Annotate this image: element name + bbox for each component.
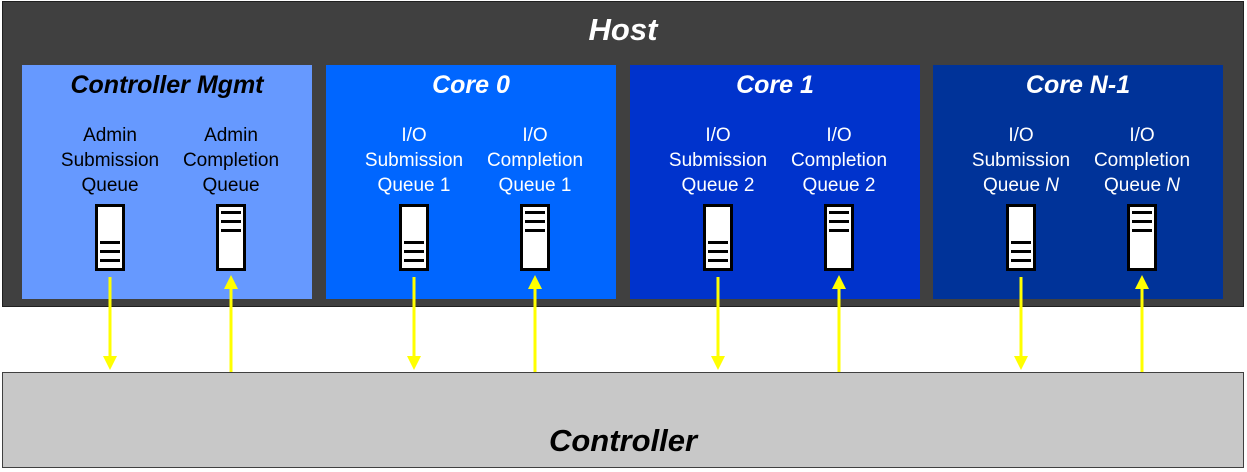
- queue-label-line1: I/O: [1129, 125, 1155, 146]
- queue-slot: [221, 229, 241, 232]
- queue-slot: [100, 259, 120, 262]
- panel-title: Core N-1: [1025, 71, 1131, 99]
- queue-slot: [404, 259, 424, 262]
- queue-slot: [100, 241, 120, 244]
- queue-slot: [829, 229, 849, 232]
- queue-label-line3: Queue 2: [802, 175, 876, 196]
- queue-label-line2: Submission: [60, 150, 160, 171]
- queue-label-line2: Completion: [790, 150, 888, 171]
- queue-label-line3: Queue 2: [681, 175, 755, 196]
- queue-label-line2: Submission: [668, 150, 768, 171]
- queue-slot: [708, 250, 728, 253]
- queue-label-line1: I/O: [522, 125, 548, 146]
- queue-label-line1: I/O: [826, 125, 852, 146]
- submission-queue-icon: [1006, 204, 1036, 271]
- queue-label-line3: Queue: [81, 175, 139, 196]
- host-title: Host: [588, 12, 658, 47]
- queue-slot: [1011, 259, 1031, 262]
- queue-slot: [525, 229, 545, 232]
- queue-slot: [708, 259, 728, 262]
- queue-label-line1: Admin: [204, 125, 258, 146]
- queue-slot: [525, 220, 545, 223]
- queue-label-line2: Completion: [486, 150, 584, 171]
- queue-index: N: [1045, 175, 1060, 196]
- completion-queue-icon: [1127, 204, 1157, 271]
- panel-title: Core 0: [432, 71, 510, 99]
- panel-title: Core 1: [736, 71, 814, 99]
- queue-slot: [1132, 220, 1152, 223]
- queue-label-line3: Queue: [202, 175, 260, 196]
- queue-slot: [221, 220, 241, 223]
- queue-slot: [1011, 241, 1031, 244]
- queue-label-line1: I/O: [1008, 125, 1034, 146]
- queue-label-line3: Queue 1: [498, 175, 572, 196]
- panel-title: Controller Mgmt: [70, 71, 264, 99]
- queue-slot: [708, 241, 728, 244]
- queue-label-line1: Admin: [83, 125, 137, 146]
- queue-slot: [221, 211, 241, 214]
- queue-label-line2: Completion: [182, 150, 280, 171]
- queue-slot: [525, 211, 545, 214]
- queue-label-line2: Submission: [971, 150, 1071, 171]
- queue-label-line2: Completion: [1093, 150, 1191, 171]
- submission-queue-icon: [95, 204, 125, 271]
- submission-queue-icon: [399, 204, 429, 271]
- completion-queue-icon: [520, 204, 550, 271]
- queue-slot: [829, 220, 849, 223]
- queue-label-line1: I/O: [705, 125, 731, 146]
- queue-slot: [1011, 250, 1031, 253]
- queue-slot: [404, 241, 424, 244]
- queue-slot: [100, 250, 120, 253]
- queue-slot: [1132, 211, 1152, 214]
- submission-queue-icon: [703, 204, 733, 271]
- queue-label-line3: Queue N: [982, 175, 1060, 196]
- controller-title: Controller: [548, 423, 698, 458]
- queue-slot: [404, 250, 424, 253]
- queue-slot: [829, 211, 849, 214]
- queue-label-line3: Queue 1: [377, 175, 451, 196]
- queue-label-line1: I/O: [401, 125, 427, 146]
- queue-label-line2: Submission: [364, 150, 464, 171]
- queue-slot: [1132, 229, 1152, 232]
- completion-queue-icon: [216, 204, 246, 271]
- queue-index: N: [1166, 175, 1181, 196]
- completion-queue-icon: [824, 204, 854, 271]
- queue-label-line3: Queue N: [1103, 175, 1181, 196]
- controller-box: Controller: [2, 372, 1244, 468]
